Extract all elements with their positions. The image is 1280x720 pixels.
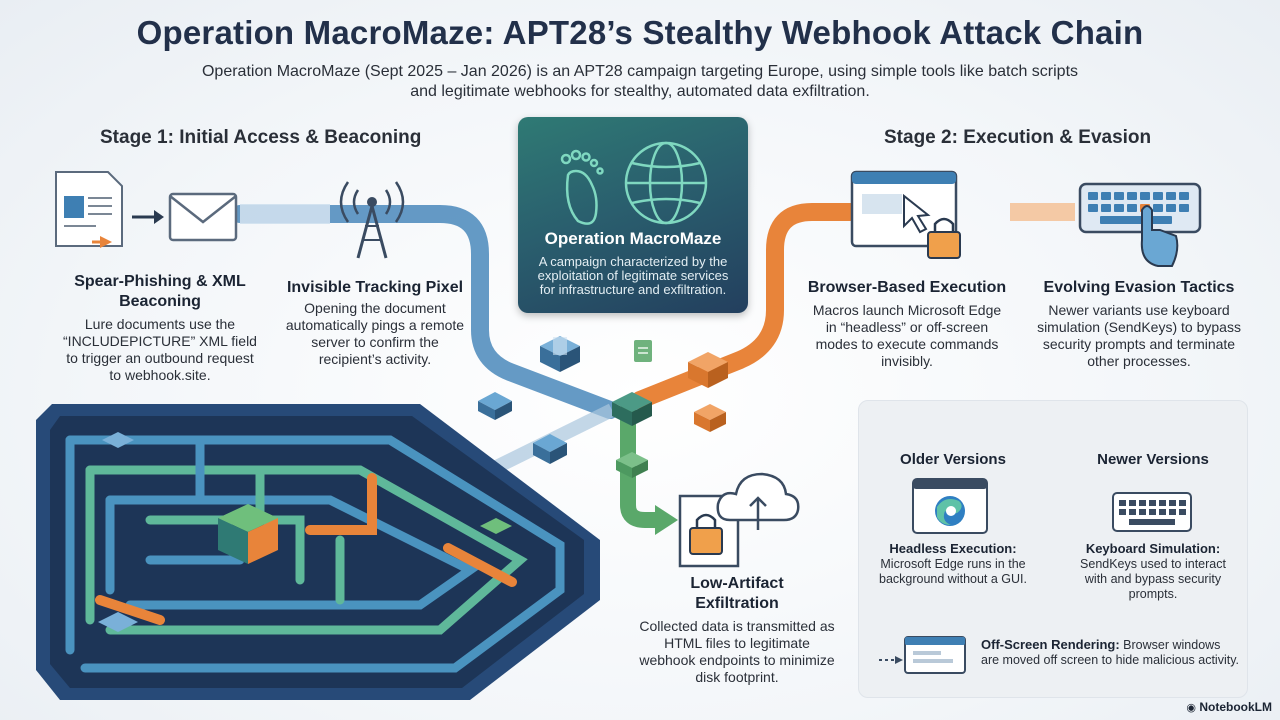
browser-execution-heading: Browser-Based Execution	[807, 279, 1007, 296]
tracking-pixel-heading: Invisible Tracking Pixel	[286, 279, 464, 296]
exfiltration-body: Collected data is transmitted as HTML fi…	[639, 618, 835, 685]
exfiltration-heading: Low-Artifact Exfiltration	[690, 575, 784, 612]
network-node-server	[540, 336, 580, 372]
keyboard-icon	[1112, 492, 1192, 532]
older-versions-title: Older Versions	[900, 451, 1006, 468]
offscreen-window-icon	[879, 636, 966, 674]
maze-icon	[36, 404, 600, 700]
headless-execution-desc: Microsoft Edge runs in the background wi…	[879, 557, 1027, 586]
page-title: Operation MacroMaze: APT28’s Stealthy We…	[136, 14, 1144, 51]
newer-versions-title: Newer Versions	[1097, 451, 1209, 468]
maze-tile	[98, 612, 138, 632]
network-node	[533, 434, 567, 464]
spear-phishing-body: Lure documents use the “INCLUDEPICTURE” …	[63, 316, 257, 383]
evasion-tactics-heading: Evolving Evasion Tactics	[1043, 279, 1235, 296]
footprint-globe-icons	[560, 141, 708, 225]
small-file-icon	[634, 340, 652, 362]
headless-execution-label: Headless Execution:	[889, 541, 1017, 556]
brand-name: NotebookLM	[1199, 700, 1272, 714]
maze-green-tile	[480, 518, 512, 534]
browser-lock-icon	[850, 170, 961, 259]
arrow-icon	[655, 505, 678, 535]
document-icon	[55, 171, 123, 248]
brand-logo-icon: ◉	[1186, 702, 1196, 714]
offscreen-rendering-desc: Browser windows are moved off screen to …	[981, 638, 1239, 667]
network-node-green	[616, 452, 648, 478]
network-node	[478, 392, 512, 420]
center-title: Operation MacroMaze	[544, 229, 722, 248]
tracking-pixel-body: Opening the document automatically pings…	[285, 300, 465, 367]
network-node-center	[612, 392, 652, 426]
page-subtitle: Operation MacroMaze (Sept 2025 – Jan 202…	[201, 63, 1079, 100]
brand-watermark: ◉ NotebookLM	[1186, 700, 1272, 714]
stage1-title: Stage 1: Initial Access & Beaconing	[100, 127, 422, 148]
edge-browser-icon	[912, 478, 988, 534]
offscreen-rendering-label: Off-Screen Rendering:	[981, 637, 1120, 652]
network-node-orange	[688, 352, 728, 388]
cloud-upload-icon	[716, 472, 800, 530]
browser-execution-body: Macros launch Microsoft Edge in “headles…	[812, 302, 1002, 369]
network-node-orange	[694, 404, 726, 432]
green-flow-path	[620, 402, 668, 528]
maze-center-cube	[218, 504, 278, 564]
spear-phishing-heading: Spear-Phishing & XML Beaconing	[74, 273, 246, 310]
globe-icon	[624, 141, 708, 225]
footprint-icon	[560, 149, 604, 225]
offscreen-rendering-text: Off-Screen Rendering: Browser windows ar…	[981, 637, 1241, 668]
arrow-right-icon	[132, 210, 164, 224]
evasion-tactics-body: Newer variants use keyboard simulation (…	[1037, 302, 1241, 369]
keyboard-hand-icon	[1078, 182, 1202, 267]
stage2-title: Stage 2: Execution & Evasion	[884, 127, 1152, 148]
envelope-icon	[168, 192, 238, 242]
versions-panel: Older Versions Newer Versions Headless E…	[858, 400, 1248, 698]
center-description: A campaign characterized by the exploita…	[537, 254, 729, 297]
operation-summary-card: Operation MacroMaze A campaign character…	[518, 117, 748, 313]
blue-flow-path	[231, 205, 619, 419]
keyboard-simulation-label: Keyboard Simulation:	[1085, 541, 1221, 556]
orange-flow-path	[631, 203, 859, 409]
radio-tower-icon	[339, 181, 405, 259]
maze-gear-tile	[102, 432, 134, 448]
keyboard-simulation-desc: SendKeys used to interact with and bypas…	[1080, 557, 1226, 601]
